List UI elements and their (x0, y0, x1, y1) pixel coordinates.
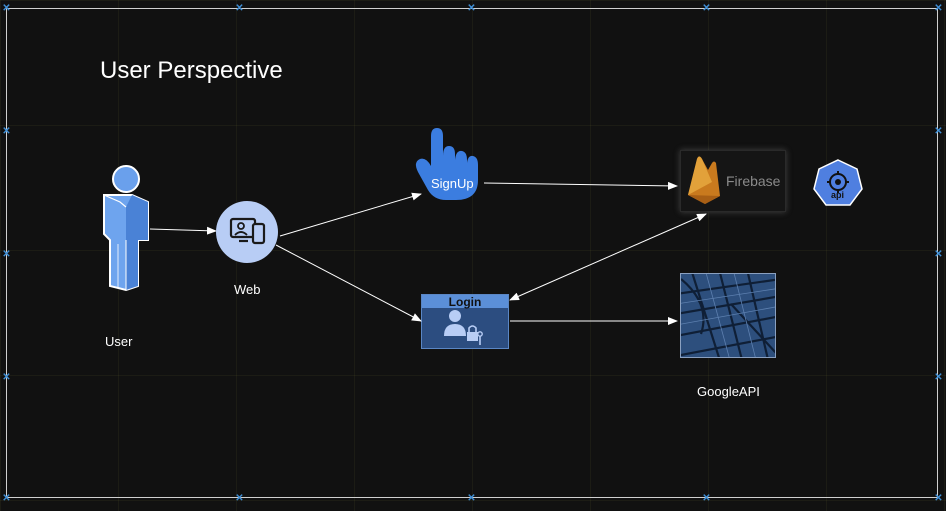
googleapi-label: GoogleAPI (697, 384, 760, 399)
handle-top-right[interactable]: ✕ (934, 3, 943, 14)
map-icon (681, 274, 775, 357)
edge-firebase-login[interactable] (509, 213, 707, 301)
handle-right-1[interactable]: ✕ (934, 126, 943, 137)
firebase-label: Firebase (726, 173, 781, 189)
firebase-flame-icon (688, 156, 720, 204)
handle-top-3[interactable]: ✕ (702, 3, 711, 14)
handle-right-3[interactable]: ✕ (934, 372, 943, 383)
handle-bottom-left[interactable]: ✕ (2, 493, 11, 504)
pointer-hand-icon[interactable] (415, 128, 478, 200)
login-node[interactable]: Login (421, 294, 509, 349)
api-label: api (831, 190, 845, 200)
edge-web-signup[interactable] (279, 192, 422, 237)
edge-web-login[interactable] (275, 244, 422, 322)
handle-right-2[interactable]: ✕ (934, 249, 943, 260)
user-label: User (105, 334, 133, 349)
handle-bottom-right[interactable]: ✕ (934, 493, 943, 504)
login-label: Login (422, 295, 508, 309)
signup-label: SignUp (431, 176, 474, 191)
selection-frame[interactable] (6, 8, 938, 498)
handle-top-left[interactable]: ✕ (2, 3, 11, 14)
handle-bottom-3[interactable]: ✕ (702, 493, 711, 504)
handle-left-3[interactable]: ✕ (2, 372, 11, 383)
handle-left-2[interactable]: ✕ (2, 249, 11, 260)
web-devices-icon[interactable] (216, 201, 278, 263)
handle-left-1[interactable]: ✕ (2, 126, 11, 137)
edge-user-web[interactable] (149, 226, 217, 235)
handle-bottom-1[interactable]: ✕ (235, 493, 244, 504)
api-gear-icon (813, 159, 863, 206)
edge-signup-firebase[interactable] (483, 181, 678, 190)
user-icon[interactable] (103, 165, 149, 292)
handle-bottom-2[interactable]: ✕ (467, 493, 476, 504)
web-label: Web (234, 282, 261, 297)
user-lock-icon (444, 310, 483, 345)
handle-top-2[interactable]: ✕ (467, 3, 476, 14)
handle-top-1[interactable]: ✕ (235, 3, 244, 14)
diagram-title: User Perspective (100, 57, 283, 84)
